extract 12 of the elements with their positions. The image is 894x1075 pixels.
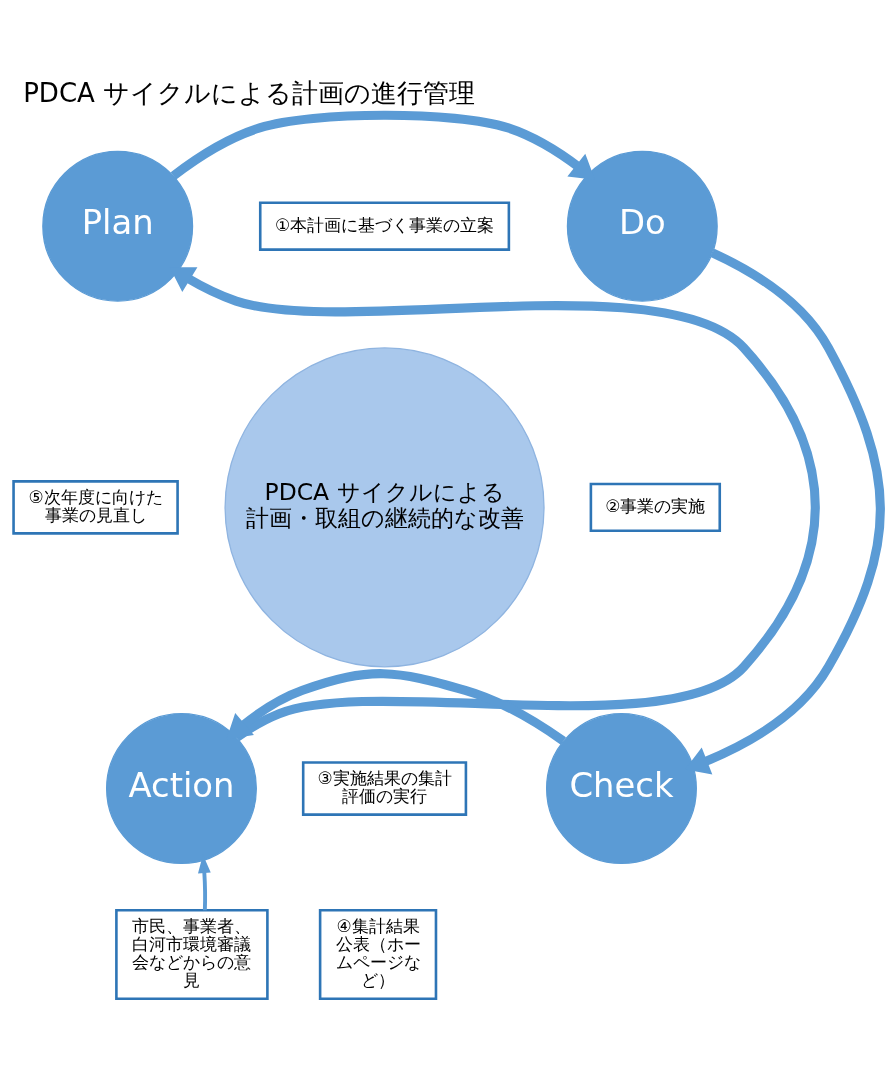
arrow [226,669,566,745]
node-box: ③実施結果の集計評価の実行 [301,761,468,816]
arrow [170,110,595,180]
node-box: ②事業の実施 [589,482,722,533]
node-box: ①本計画に基づく事業の立案 [258,201,511,251]
node-box: 市民、事業者、白河市環境審議会などからの意見 [115,908,269,1001]
node-box: ⑤次年度に向けた事業の見直し [12,480,179,535]
node-box: ④集計結果公表（ホームページなど） [318,908,438,1001]
node-circle: PDCA サイクルによる計画・取組の継続的な改善 [224,347,545,668]
node-circle: Plan [42,150,194,302]
node-circle: Check [545,713,697,865]
diagram-title: PDCA サイクルによる計画の進行管理 [23,78,476,109]
